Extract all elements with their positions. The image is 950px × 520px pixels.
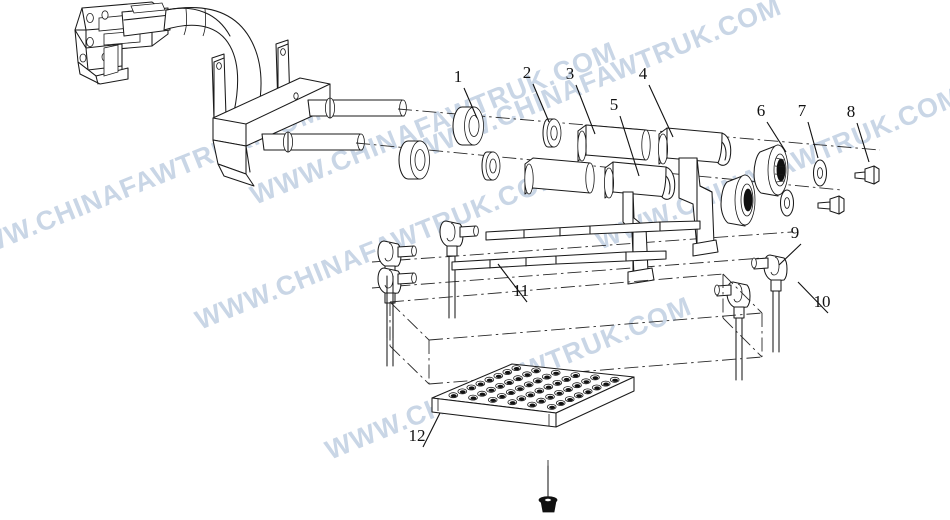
step-plate-dimple-hole xyxy=(529,403,536,407)
leader-line-3 xyxy=(575,84,596,135)
callout-number-8: 8 xyxy=(847,102,856,121)
callout-number-11: 11 xyxy=(513,281,529,300)
chassis-cross-beam xyxy=(212,77,331,187)
step-plate-dimple-hole xyxy=(535,379,541,383)
step-plate-dimple-hole xyxy=(497,384,504,388)
callout-number-10: 10 xyxy=(814,292,831,311)
step-plate-dimple-hole xyxy=(488,388,495,392)
step-plate-dimple-hole xyxy=(565,388,572,392)
step-plate-dimple-hole xyxy=(612,378,618,382)
step-plate-dimple-hole xyxy=(504,370,511,375)
part-11-horizontal-tie-rod xyxy=(451,220,701,271)
leader-line-11 xyxy=(497,263,528,303)
step-plate-dimple-hole xyxy=(509,401,516,405)
step-plate-dimple-hole xyxy=(545,385,552,389)
step-plate-dimple-hole xyxy=(558,401,564,406)
callout-number-5: 5 xyxy=(610,95,619,114)
step-plate-dimple-hole xyxy=(499,394,505,399)
step-plate-dimple-hole xyxy=(583,380,590,384)
part-12-perforated-step-plate xyxy=(431,363,635,428)
bottom-fixing-bolt xyxy=(538,465,558,513)
step-plate-dimple-hole xyxy=(470,396,477,400)
step-plate-dimple-hole xyxy=(549,405,555,409)
part-8-hex-bolt xyxy=(817,165,880,215)
step-plate-dimple-hole xyxy=(533,369,540,373)
part-2-flat-washer xyxy=(481,118,562,181)
step-plate-dimple-hole xyxy=(567,398,573,402)
step-plate-dimple-hole xyxy=(592,376,599,380)
leader-line-10 xyxy=(797,281,829,314)
part-6-tapered-rubber-bushing xyxy=(720,144,789,227)
step-plate-dimple-hole xyxy=(554,381,561,385)
step-plate-dimple-hole xyxy=(547,395,554,399)
step-plate-dimple-hole xyxy=(585,390,591,394)
step-plate-dimple-hole xyxy=(526,383,532,387)
step-plate-dimple-hole xyxy=(490,398,496,402)
leader-line-2 xyxy=(532,83,550,123)
step-plate-dimple-hole xyxy=(574,384,581,388)
callout-leader-lines xyxy=(422,83,870,448)
step-plate-dimple-hole xyxy=(477,382,484,386)
leader-line-8 xyxy=(856,122,870,163)
leader-line-1 xyxy=(463,87,478,119)
step-plate-dimple-hole xyxy=(515,377,522,381)
callout-number-6: 6 xyxy=(757,101,766,120)
callout-number-4: 4 xyxy=(639,64,648,83)
callout-number-1: 1 xyxy=(454,67,463,86)
step-plate-dimple-hole xyxy=(563,377,570,382)
cantilever-stub-shafts xyxy=(261,97,407,153)
part-7-flat-washer xyxy=(779,159,828,217)
callout-number-12: 12 xyxy=(409,426,426,445)
step-plate-dimple-hole xyxy=(524,373,531,377)
callout-number-9: 9 xyxy=(791,223,800,242)
callout-number-7: 7 xyxy=(798,101,807,120)
part-5-lower-spacer-tube xyxy=(524,157,595,195)
step-plate-dimple-hole xyxy=(479,392,486,396)
step-plate-dimple-hole xyxy=(517,387,523,391)
step-plate-dimple-hole xyxy=(506,381,513,385)
part-1-bushing-sleeve xyxy=(398,106,484,180)
step-plate-dimple-hole xyxy=(518,397,525,401)
leader-line-6 xyxy=(766,121,787,153)
leader-line-12 xyxy=(422,412,441,448)
step-plate-dimple-hole xyxy=(459,390,466,394)
step-plate-dimple-hole xyxy=(536,389,543,393)
step-plate-dimple-hole xyxy=(513,367,520,371)
step-plate-dimple-hole xyxy=(594,386,600,390)
step-plate-dimple-hole xyxy=(544,375,550,379)
step-plate-dimple-hole xyxy=(486,378,493,382)
step-plate-dimple-hole xyxy=(508,391,514,395)
cab-mount-bracket-assembly xyxy=(74,1,171,85)
step-plate-dimple-hole xyxy=(495,374,502,378)
callout-number-3: 3 xyxy=(566,64,575,83)
step-plate-dimple-hole xyxy=(576,394,582,398)
leader-line-5 xyxy=(619,115,640,177)
leader-line-9 xyxy=(778,243,802,266)
step-plate-dimple-hole xyxy=(450,394,457,398)
leader-line-4 xyxy=(648,84,674,138)
callout-number-2: 2 xyxy=(523,63,532,82)
step-plate-dimple-hole xyxy=(572,374,579,378)
step-plate-dimple-hole xyxy=(603,382,609,386)
step-plate-dimple-hole xyxy=(553,371,559,375)
step-plate-dimple-hole xyxy=(556,391,563,395)
step-plate-dimple-hole xyxy=(538,399,545,403)
step-plate-dimple-hole xyxy=(527,393,534,397)
part-4-outer-tube-upper xyxy=(658,127,732,257)
step-plate-dimple-hole xyxy=(468,386,475,390)
leader-line-7 xyxy=(807,121,819,159)
